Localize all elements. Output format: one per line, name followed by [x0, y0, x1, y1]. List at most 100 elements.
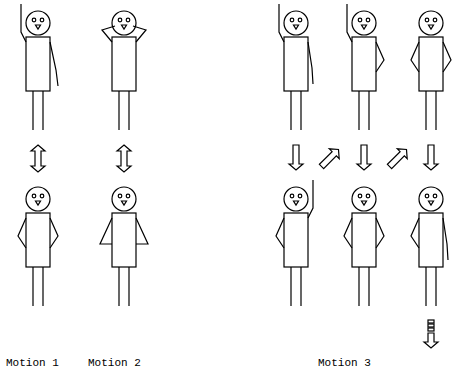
- stick-arm: [100, 218, 112, 244]
- stick-eye: [433, 194, 437, 198]
- stick-arm: [50, 218, 58, 248]
- stack-mark: [428, 324, 434, 327]
- stick-head: [419, 11, 443, 35]
- stick-eye: [118, 18, 122, 22]
- stick-leg: [118, 267, 119, 306]
- stick-eye: [298, 194, 302, 198]
- stick-body: [26, 213, 50, 267]
- stick-nose: [362, 201, 367, 205]
- stick-arm: [279, 4, 284, 42]
- stick-nose: [36, 25, 41, 29]
- stick-body: [112, 37, 136, 91]
- double-arrow: [31, 145, 45, 172]
- stick-eye: [366, 194, 370, 198]
- stick-arm: [276, 218, 284, 248]
- stick-nose: [362, 25, 367, 29]
- stick-body: [352, 37, 376, 91]
- stack-mark: [428, 320, 434, 323]
- stick-eye: [126, 18, 130, 22]
- stick-eye: [40, 194, 44, 198]
- stick-leg: [368, 267, 369, 306]
- stack-mark: [428, 328, 434, 331]
- stick-leg: [128, 267, 129, 306]
- motion-label: Motion 2: [88, 357, 141, 370]
- stick-arm: [376, 42, 384, 72]
- stick-head: [284, 187, 308, 211]
- stick-arm: [443, 218, 448, 260]
- stick-arm: [102, 26, 115, 42]
- down-arrow: [289, 145, 303, 170]
- stick-leg: [435, 91, 436, 130]
- stick-body: [352, 213, 376, 267]
- stick-head: [112, 11, 136, 35]
- stick-leg: [425, 267, 426, 306]
- stick-body: [284, 37, 308, 91]
- stick-arm: [411, 42, 419, 72]
- stick-arm: [347, 4, 352, 42]
- stick-arm: [308, 42, 313, 84]
- stick-eye: [40, 18, 44, 22]
- stick-leg: [290, 267, 291, 306]
- stick-arm: [376, 218, 384, 248]
- stick-nose: [122, 25, 127, 29]
- stick-eye: [425, 194, 429, 198]
- stick-leg: [435, 267, 436, 306]
- stick-eye: [358, 18, 362, 22]
- stick-leg: [300, 91, 301, 130]
- stick-eye: [32, 18, 36, 22]
- stick-arm: [443, 42, 451, 72]
- stick-body: [419, 213, 443, 267]
- motion-label: Motion 1: [6, 357, 59, 370]
- stick-eye: [425, 18, 429, 22]
- stick-leg: [358, 91, 359, 130]
- stick-leg: [368, 91, 369, 130]
- stick-arm: [411, 218, 419, 248]
- motion-label: Motion 3: [318, 357, 371, 370]
- stick-nose: [294, 201, 299, 205]
- stick-head: [112, 187, 136, 211]
- stick-eye: [32, 194, 36, 198]
- stick-nose: [122, 201, 127, 205]
- stick-leg: [300, 267, 301, 306]
- stick-eye: [358, 194, 362, 198]
- stick-nose: [429, 25, 434, 29]
- stick-arm: [50, 42, 58, 86]
- stick-leg: [42, 267, 43, 306]
- stick-head: [26, 11, 50, 35]
- stick-eye: [290, 194, 294, 198]
- stick-arm: [21, 4, 26, 42]
- stick-eye: [366, 18, 370, 22]
- stick-nose: [294, 25, 299, 29]
- diagonal-arrow: [317, 145, 344, 172]
- double-arrow: [117, 145, 131, 172]
- stick-eye: [118, 194, 122, 198]
- stick-leg: [290, 91, 291, 130]
- stick-arm: [133, 26, 146, 42]
- stick-body: [284, 213, 308, 267]
- stick-nose: [36, 201, 41, 205]
- stick-leg: [358, 267, 359, 306]
- stick-head: [419, 187, 443, 211]
- stick-leg: [118, 91, 119, 130]
- stick-eye: [126, 194, 130, 198]
- down-arrow: [424, 333, 438, 348]
- stick-body: [419, 37, 443, 91]
- stick-leg: [128, 91, 129, 130]
- stick-arm: [18, 218, 26, 248]
- stick-head: [352, 187, 376, 211]
- stick-nose: [429, 201, 434, 205]
- stick-arm: [136, 218, 148, 244]
- diagonal-arrow: [385, 145, 412, 172]
- stick-leg: [32, 91, 33, 130]
- stick-head: [284, 11, 308, 35]
- stick-head: [352, 11, 376, 35]
- stick-leg: [42, 91, 43, 130]
- stick-leg: [32, 267, 33, 306]
- stick-eye: [290, 18, 294, 22]
- stick-leg: [425, 91, 426, 130]
- stick-eye: [298, 18, 302, 22]
- stick-head: [26, 187, 50, 211]
- down-arrow: [357, 145, 371, 170]
- down-arrow: [424, 145, 438, 170]
